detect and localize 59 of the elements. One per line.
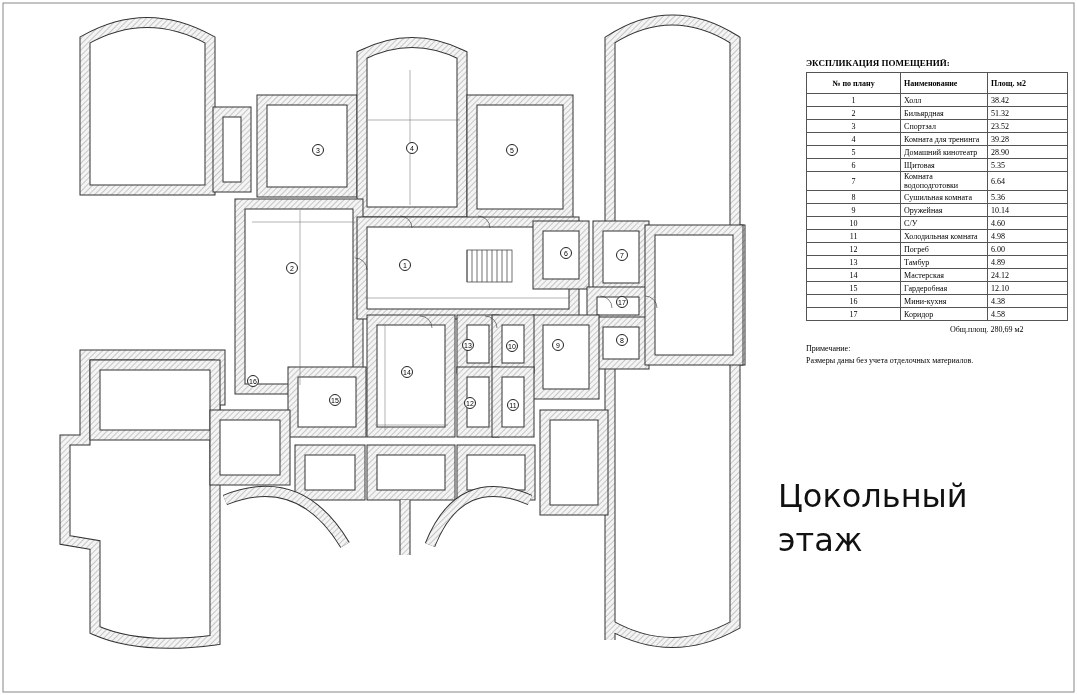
- table-cell: С/У: [900, 216, 988, 230]
- table-cell: 4: [806, 132, 901, 146]
- table-cell: 13: [806, 255, 901, 269]
- table-cell: 5.36: [987, 190, 1068, 204]
- table-cell: 12: [806, 242, 901, 256]
- table-cell: Площ. м2: [987, 72, 1068, 94]
- table-cell: 51.32: [987, 106, 1068, 120]
- table-cell: 28.90: [987, 145, 1068, 159]
- table-cell: Комната для тренинга: [900, 132, 988, 146]
- table-cell: 4.89: [987, 255, 1068, 269]
- note-text: Примечание:: [806, 344, 851, 353]
- table-cell: Коридор: [900, 307, 988, 321]
- table-cell: 1: [806, 93, 901, 107]
- table-cell: 4.38: [987, 294, 1068, 308]
- table-cell: Гардеробная: [900, 281, 988, 295]
- table-cell: Домашний кинотеатр: [900, 145, 988, 159]
- table-cell: 38.42: [987, 93, 1068, 107]
- table-cell: 17: [806, 307, 901, 321]
- table-cell: Погреб: [900, 242, 988, 256]
- table-cell: Сушильная комната: [900, 190, 988, 204]
- table-cell: 11: [806, 229, 901, 243]
- table-cell: Оружейная: [900, 203, 988, 217]
- table-cell: 16: [806, 294, 901, 308]
- table-cell: Холл: [900, 93, 988, 107]
- table-cell: Тамбур: [900, 255, 988, 269]
- table-cell: 6.64: [987, 171, 1068, 191]
- table-cell: Комната водоподготовки: [900, 171, 988, 191]
- table-cell: 39.28: [987, 132, 1068, 146]
- table-cell: 14: [806, 268, 901, 282]
- table-cell: Щитовая: [900, 158, 988, 172]
- table-cell: 5.35: [987, 158, 1068, 172]
- note-text: Размеры даны без учета отделочных материалов.: [806, 356, 974, 365]
- table-cell: 12.10: [987, 281, 1068, 295]
- table-cell: 10: [806, 216, 901, 230]
- table-cell: 4.60: [987, 216, 1068, 230]
- table-cell: № по плану: [806, 72, 901, 94]
- table-cell: Спортзал: [900, 119, 988, 133]
- table-cell: 5: [806, 145, 901, 159]
- table-cell: 2: [806, 106, 901, 120]
- table-cell: 23.52: [987, 119, 1068, 133]
- table-cell: Мини-кухня: [900, 294, 988, 308]
- total-area-text: Общ.площ. 280,69 м2: [950, 325, 1024, 334]
- table-cell: Наименование: [900, 72, 988, 94]
- table-cell: 4.98: [987, 229, 1068, 243]
- table-cell: 10.14: [987, 203, 1068, 217]
- table-cell: Мастерская: [900, 268, 988, 282]
- table-cell: 6: [806, 158, 901, 172]
- table-cell: 6.00: [987, 242, 1068, 256]
- table-cell: 4.58: [987, 307, 1068, 321]
- table-cell: 24.12: [987, 268, 1068, 282]
- table-cell: 3: [806, 119, 901, 133]
- table-cell: 8: [806, 190, 901, 204]
- table-cell: Холодильная комната: [900, 229, 988, 243]
- table-cell: 15: [806, 281, 901, 295]
- floor-title: Цокольный этаж: [778, 476, 969, 561]
- table-cell: 7: [806, 171, 901, 191]
- table-heading: ЭКСПЛИКАЦИЯ ПОМЕЩЕНИЙ:: [806, 58, 950, 68]
- table-cell: Бильярдная: [900, 106, 988, 120]
- table-cell: 9: [806, 203, 901, 217]
